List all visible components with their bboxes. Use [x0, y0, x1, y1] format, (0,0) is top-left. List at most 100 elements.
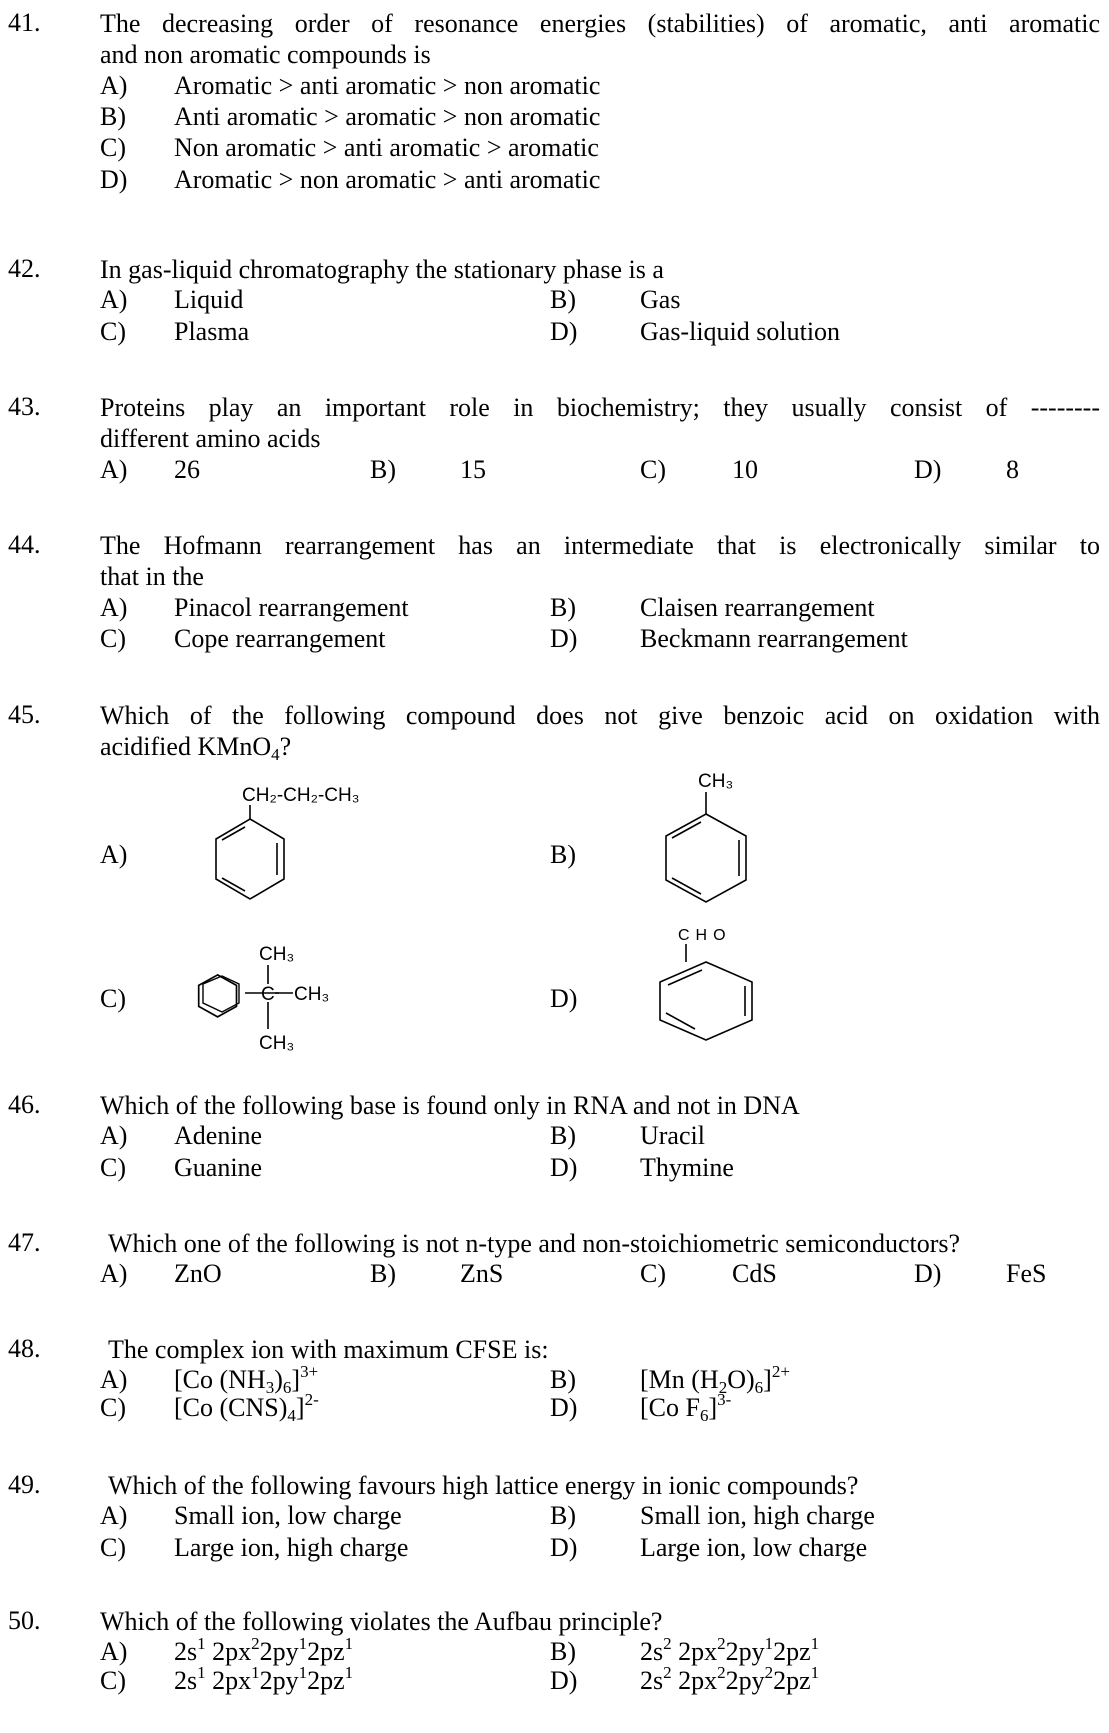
- option-label: B): [550, 593, 576, 622]
- option-label: D): [550, 1533, 578, 1562]
- option-text: Adenine: [174, 1121, 263, 1150]
- option-c: C) Non aromatic > anti aromatic > aromat…: [100, 133, 1100, 165]
- option-text: Aromatic > anti aromatic > non aromatic: [174, 71, 601, 100]
- option-label: C): [100, 1533, 126, 1562]
- question-stem-line1: Proteins play an important role in bioch…: [100, 393, 1100, 422]
- question-number: 49.: [8, 1470, 41, 1499]
- option-label: D): [550, 1666, 578, 1695]
- option-text: Small ion, high charge: [640, 1501, 875, 1530]
- substituent-right: CH₃: [294, 984, 329, 1005]
- question-stem-line2: and non aromatic compounds is: [100, 40, 431, 69]
- option-label: B): [550, 1637, 576, 1666]
- option-label: C): [640, 455, 666, 484]
- option-row: A) ZnO B) ZnS C) CdS D) FeS: [100, 1259, 1100, 1291]
- option-text: Thymine: [640, 1153, 734, 1182]
- option-label: C): [100, 317, 126, 346]
- option-text: 26: [174, 455, 200, 484]
- option-text: Uracil: [640, 1121, 705, 1150]
- option-label: D): [550, 624, 578, 653]
- option-label-a: A): [100, 840, 128, 869]
- option-text: Guanine: [174, 1153, 263, 1182]
- option-text: FeS: [1006, 1259, 1047, 1288]
- option-a: A) Aromatic > anti aromatic > non aromat…: [100, 71, 1100, 103]
- option-text: Small ion, low charge: [174, 1501, 402, 1530]
- subscript: 4: [271, 745, 280, 764]
- question-number: 47.: [8, 1228, 41, 1257]
- formula-c: [Co (CNS)4]2-: [174, 1390, 319, 1425]
- option-label: D): [550, 317, 578, 346]
- option-label: A): [100, 1121, 128, 1150]
- question-number: 45.: [8, 700, 41, 729]
- option-label-b: B): [550, 840, 576, 869]
- option-text: Pinacol rearrangement: [174, 593, 409, 622]
- option-row-1: A) 2s1 2px22py12pz1 B) 2s2 2px22py12pz1: [100, 1634, 1100, 1669]
- option-text: Cope rearrangement: [174, 624, 386, 653]
- question-stem: In gas-liquid chromatography the station…: [100, 255, 664, 284]
- option-text: 15: [460, 455, 486, 484]
- option-text: Aromatic > non aromatic > anti aromatic: [174, 165, 601, 194]
- option-label: D): [914, 1259, 942, 1288]
- option-label: D): [550, 1393, 578, 1422]
- question-number: 41.: [8, 8, 41, 37]
- option-d: D) Aromatic > non aromatic > anti aromat…: [100, 165, 1100, 197]
- option-text: CdS: [732, 1259, 777, 1288]
- option-label: A): [100, 1365, 128, 1394]
- option-row-2: C) [Co (CNS)4]2- D) [Co F6]3-: [100, 1390, 1100, 1425]
- question-number: 44.: [8, 530, 41, 559]
- question-stem-line1: Which of the following compound does not…: [100, 701, 1100, 730]
- option-label: B): [550, 285, 576, 314]
- substituent-top: CH₃: [259, 944, 294, 965]
- option-row-2: C) 2s1 2px12py12pz1 D) 2s2 2px22py22pz1: [100, 1663, 1100, 1698]
- option-row-1: A) Small ion, low charge B) Small ion, h…: [100, 1501, 1100, 1533]
- option-label: B): [370, 455, 396, 484]
- question-stem: Which of the following favours high latt…: [108, 1471, 859, 1500]
- option-label: A): [100, 1637, 128, 1666]
- option-b: B) Anti aromatic > aromatic > non aromat…: [100, 102, 1100, 134]
- option-row-1: A) [Co (NH3)6]3+ B) [Mn (H2O)6]2+: [100, 1363, 1100, 1397]
- option-label: D): [100, 165, 128, 194]
- substituent-label: CHO: [678, 927, 732, 944]
- option-label: C): [100, 1393, 126, 1422]
- substituent-label: CH₃: [698, 771, 733, 792]
- option-text: ZnO: [174, 1259, 222, 1288]
- option-label: A): [100, 1259, 128, 1288]
- config-b: 2s2 2px22py12pz1: [640, 1634, 820, 1666]
- option-label: C): [100, 1153, 126, 1182]
- option-label: D): [914, 455, 942, 484]
- config-a: 2s1 2px22py12pz1: [174, 1634, 354, 1666]
- option-text: Plasma: [174, 317, 250, 346]
- question-stem: Which of the following base is found onl…: [100, 1091, 800, 1120]
- formula-d: [Co F6]3-: [640, 1390, 732, 1425]
- quaternary-carbon: C: [261, 984, 275, 1005]
- question-stem-line1: The Hofmann rearrangement has an interme…: [100, 531, 1100, 560]
- question-number: 46.: [8, 1090, 41, 1119]
- config-d: 2s2 2px22py22pz1: [640, 1663, 820, 1695]
- option-text: 8: [1006, 455, 1019, 484]
- option-label: A): [100, 285, 128, 314]
- option-row-1: A) Adenine B) Uracil: [100, 1121, 1100, 1153]
- substituent-label: CH₂-CH₂-CH₃: [242, 785, 359, 806]
- option-label-c: C): [100, 984, 126, 1013]
- question-stem-line2: that in the: [100, 562, 204, 591]
- option-label: C): [100, 133, 126, 162]
- structure-benzaldehyde: CHO: [659, 927, 753, 1041]
- option-label: A): [100, 593, 128, 622]
- structure-propylbenzene: CH₂-CH₂-CH₃: [215, 785, 359, 900]
- structure-toluene: CH₃: [665, 771, 747, 903]
- option-row-2: C) Large ion, high charge D) Large ion, …: [100, 1533, 1100, 1565]
- question-stem-line1: The decreasing order of resonance energi…: [100, 9, 1100, 38]
- option-text: Anti aromatic > aromatic > non aromatic: [174, 102, 601, 131]
- option-text: Gas-liquid solution: [640, 317, 841, 346]
- option-label: B): [370, 1259, 396, 1288]
- option-row: A) 26 B) 15 C) 10 D) 8: [100, 455, 1100, 487]
- option-row-2: C) Plasma D) Gas-liquid solution: [100, 317, 1100, 349]
- option-text: Gas: [640, 285, 681, 314]
- option-text: Large ion, high charge: [174, 1533, 409, 1562]
- question-number: 43.: [8, 392, 41, 421]
- option-label: A): [100, 1501, 128, 1530]
- option-text: Claisen rearrangement: [640, 593, 875, 622]
- config-c: 2s1 2px12py12pz1: [174, 1663, 354, 1695]
- option-text: Non aromatic > anti aromatic > aromatic: [174, 133, 599, 162]
- question-stem: Which one of the following is not n-type…: [108, 1229, 961, 1258]
- question-number: 48.: [8, 1334, 41, 1363]
